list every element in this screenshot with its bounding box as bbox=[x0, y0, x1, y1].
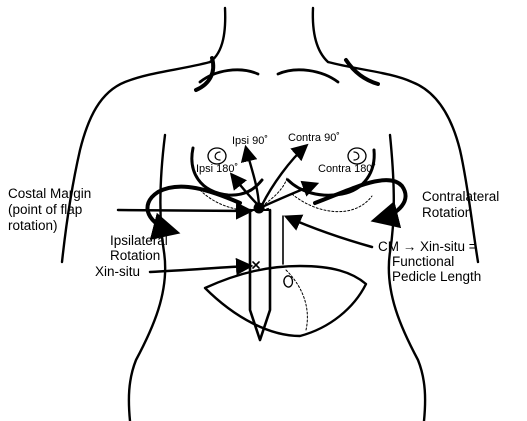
label-cm-xin-situ: CM → Xin-situ = Functional Pedicle Lengt… bbox=[378, 239, 481, 284]
left-nipple-icon bbox=[208, 148, 226, 164]
contralateral-rotation-arrow bbox=[315, 180, 406, 220]
label-ipsi-90: Ipsi 90˚ bbox=[232, 135, 268, 147]
label-ipsi-180: Ipsi 180˚ bbox=[196, 163, 238, 175]
rotation-arrows bbox=[232, 146, 316, 206]
label-costal-margin: Costal Margin (point of flap rotation) bbox=[8, 186, 95, 233]
cm-xin-leader-arrow bbox=[287, 217, 372, 247]
right-nipple-icon bbox=[348, 148, 366, 164]
xin-situ-marker-icon bbox=[253, 262, 259, 268]
costal-margin-leader-arrow bbox=[118, 210, 250, 211]
label-contralateral-rotation: Contralateral Rotation bbox=[422, 189, 503, 220]
label-contra-90: Contra 90˚ bbox=[288, 132, 340, 144]
label-contra-180: Contra 180˚ bbox=[318, 163, 376, 175]
label-xin-situ: Xin-situ bbox=[95, 264, 140, 279]
rectus-pedicle bbox=[250, 210, 270, 340]
